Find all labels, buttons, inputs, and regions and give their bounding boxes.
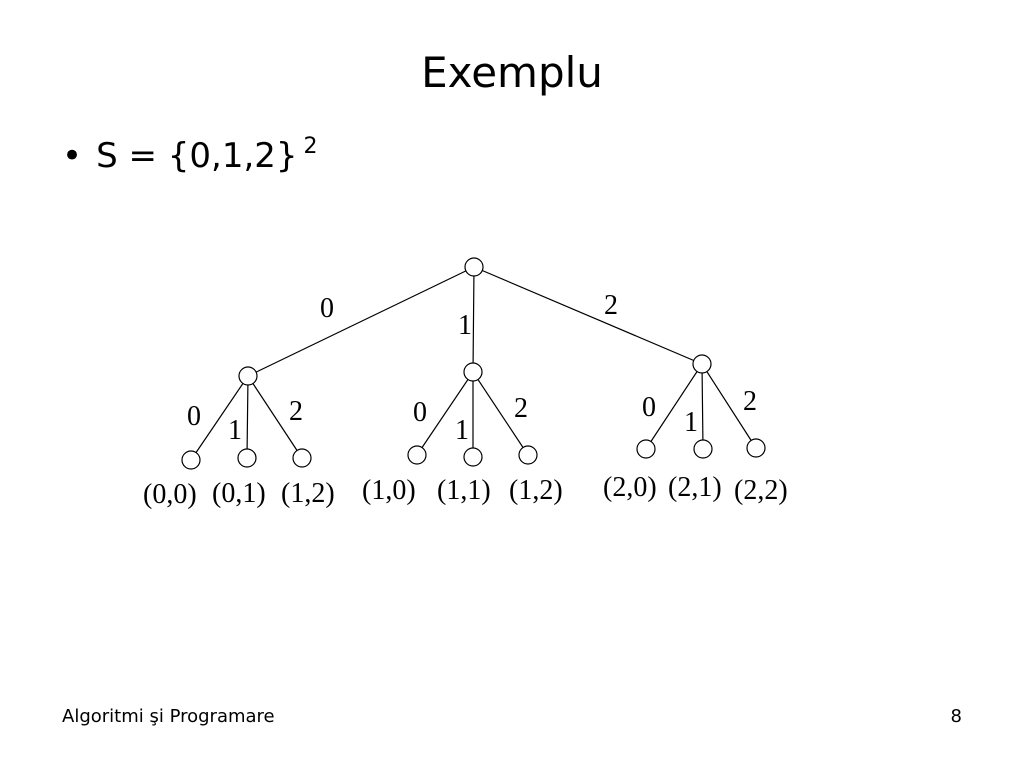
- node-leaf-21: [693, 439, 713, 459]
- set-expression: S = {0,1,2}: [96, 136, 298, 176]
- leaf-label-2-2: (2,2): [734, 475, 788, 506]
- node-leaf-10: [407, 445, 427, 465]
- s1-edge-label-1: 1: [228, 415, 242, 446]
- edge-s3-2: [701, 363, 757, 449]
- leaf-label-0-0: (0,0): [143, 479, 197, 510]
- node-child-0: [238, 366, 258, 386]
- edge-root-1: [472, 266, 475, 373]
- node-child-2: [692, 354, 712, 374]
- root-edge-label-0: 0: [320, 293, 334, 324]
- root-edge-label-2: 2: [604, 290, 618, 321]
- s1-edge-label-0: 0: [187, 401, 201, 432]
- bullet-item: • S = {0,1,2}2: [62, 134, 318, 176]
- node-leaf-22: [746, 438, 766, 458]
- leaf-label-1-0: (1,0): [362, 475, 416, 506]
- node-leaf-01: [237, 448, 257, 468]
- page-number: 8: [950, 706, 962, 727]
- node-leaf-11: [463, 447, 483, 467]
- s2-edge-label-2: 2: [514, 393, 528, 424]
- root-edge-label-1: 1: [458, 310, 472, 341]
- s2-edge-label-0: 0: [413, 397, 427, 428]
- s3-edge-label-1: 1: [684, 407, 698, 438]
- bullet-marker: •: [62, 136, 83, 176]
- leaf-label-0-2: (1,2): [281, 478, 335, 509]
- node-child-1: [463, 362, 483, 382]
- edge-s3-1: [701, 363, 704, 450]
- node-leaf-20: [636, 439, 656, 459]
- edge-s2-2: [472, 371, 529, 456]
- edge-s1-0: [190, 375, 249, 461]
- leaf-label-2-0: (2,0): [603, 472, 657, 503]
- node-root: [464, 257, 484, 277]
- slide-title: Exemplu: [421, 48, 603, 97]
- node-leaf-00: [181, 450, 201, 470]
- leaf-label-2-1: (2,1): [668, 472, 722, 503]
- node-leaf-02: [292, 448, 312, 468]
- edge-s2-0: [416, 371, 474, 456]
- edge-root-2: [473, 266, 703, 365]
- leaf-label-1-2: (1,2): [509, 475, 563, 506]
- s2-edge-label-1: 1: [455, 415, 469, 446]
- edge-s1-1: [246, 375, 249, 459]
- s3-edge-label-2: 2: [743, 386, 757, 417]
- footer-course-name: Algoritmi şi Programare: [62, 706, 275, 727]
- edge-root-0: [247, 266, 475, 377]
- set-exponent: 2: [303, 134, 318, 159]
- node-leaf-12: [518, 445, 538, 465]
- edge-s3-0: [645, 363, 703, 450]
- leaf-label-0-1: (0,1): [212, 478, 266, 509]
- s3-edge-label-0: 0: [642, 392, 656, 423]
- leaf-label-1-1: (1,1): [437, 475, 491, 506]
- edge-s1-2: [247, 375, 303, 459]
- s1-edge-label-2: 2: [289, 396, 303, 427]
